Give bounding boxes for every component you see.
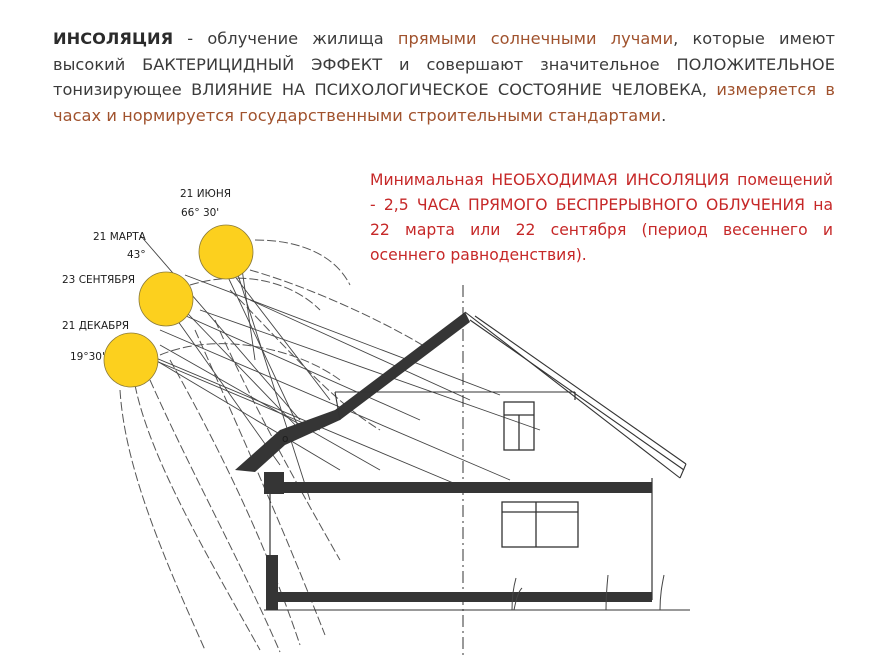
label-june-angle: 66° 30' <box>181 207 219 219</box>
plants <box>511 574 665 611</box>
suns <box>103 224 254 388</box>
sun-rays <box>124 234 541 501</box>
house: о <box>235 285 690 655</box>
label-december-angle: 19°30' <box>70 351 105 363</box>
intro-highlight-direct-rays: прямыми солнечными лучами <box>397 29 674 48</box>
point-marker: о <box>282 433 288 445</box>
requirement-note: Минимальная НЕОБХОДИМАЯ ИНСОЛЯЦИЯ помеще… <box>370 171 833 264</box>
intro-paragraph: ИНСОЛЯЦИЯ - облучение жилища прямыми сол… <box>53 26 835 128</box>
label-september: 23 СЕНТЯБРЯ <box>62 274 135 286</box>
sun-june <box>198 224 254 280</box>
sun-march-september <box>138 271 194 327</box>
intro-text-2: , которые имеют высокий БАКТЕРИЦИДНЫЙ ЭФ… <box>53 29 835 99</box>
roof-left <box>235 312 470 472</box>
sun-labels: 21 ИЮНЯ 66° 30' 21 МАРТА 43° 23 СЕНТЯБРЯ… <box>62 188 231 363</box>
label-december: 21 ДЕКАБРЯ <box>62 320 129 332</box>
term-insolation: ИНСОЛЯЦИЯ <box>53 29 174 48</box>
intro-text-1: - облучение жилища <box>173 29 398 48</box>
sun-december <box>103 332 159 388</box>
intro-text-3: . <box>661 105 667 125</box>
roof-right <box>334 311 687 479</box>
floor-slab-ground <box>270 592 652 602</box>
window-upper <box>503 401 535 451</box>
intro-highlight-measured: измеряется в часах и нормируется государ… <box>53 80 836 125</box>
label-june: 21 ИЮНЯ <box>180 188 231 200</box>
label-march-angle: 43° <box>127 249 146 261</box>
eave <box>264 472 284 494</box>
window-lower <box>501 501 579 548</box>
floor-slab-upper <box>265 482 652 493</box>
label-march: 21 МАРТА <box>93 231 147 243</box>
